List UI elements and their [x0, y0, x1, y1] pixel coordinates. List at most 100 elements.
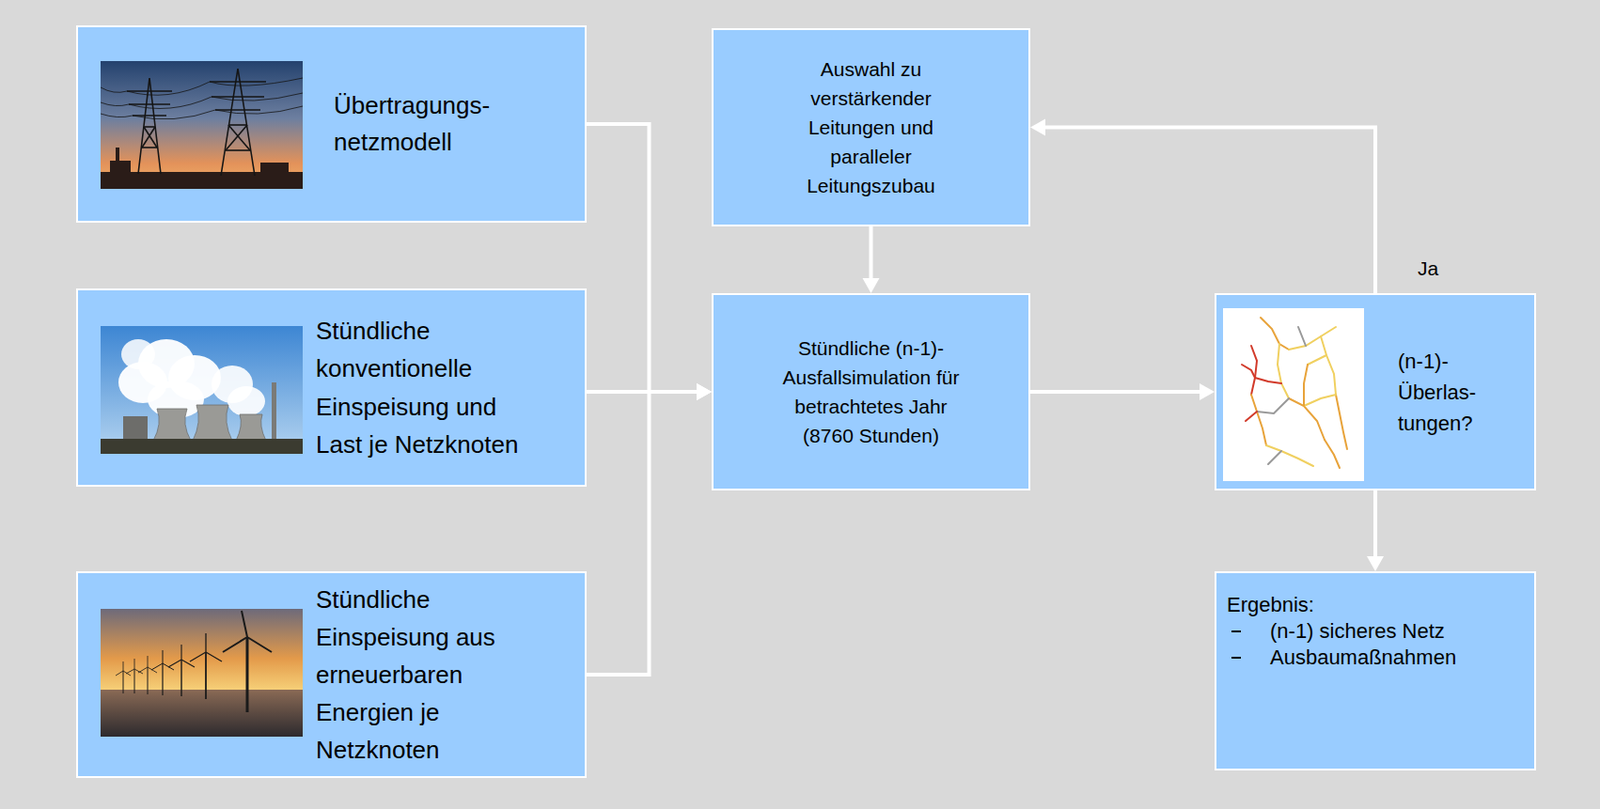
wind-turbine	[189, 633, 222, 662]
wind-turbine	[168, 644, 195, 668]
wind-turbine	[138, 656, 157, 674]
pylon	[126, 68, 267, 176]
arrow-head	[1199, 383, 1215, 401]
grid-line	[1266, 445, 1314, 467]
power-line	[100, 78, 303, 120]
pylon	[143, 125, 156, 128]
grid-line	[1277, 344, 1289, 399]
pylon	[143, 126, 157, 148]
grid-line	[1307, 355, 1327, 365]
wind-turbine	[115, 611, 272, 713]
pylon	[209, 80, 267, 83]
text-block: Stündliche Einspeisung aus erneuerbaren …	[315, 580, 533, 769]
text-block: Auswahl zu verstärkender Leitungen und p…	[800, 54, 942, 201]
grid-line	[1335, 394, 1348, 450]
edge-label: Ja	[1417, 257, 1439, 281]
pylon-photo	[100, 61, 303, 189]
grid-line	[1256, 398, 1289, 414]
wind-turbine	[147, 667, 149, 695]
wind-turbine	[161, 663, 163, 696]
wind-turbine	[222, 611, 272, 653]
input-box: Stündliche konventionelle Einspeisung un…	[76, 288, 587, 487]
arrow-head	[1366, 556, 1384, 572]
bullet-row: Ausbaumaßnahmen	[1226, 644, 1457, 672]
grid-line	[1241, 364, 1255, 378]
wind-farm-photo	[100, 609, 303, 738]
power-plant-photo	[100, 439, 303, 455]
pylon-photo	[100, 61, 303, 189]
node-text: Stündliche konventionelle Einspeisung un…	[315, 312, 533, 463]
node-text: Stündliche (n-1)- Ausfallsimulation für …	[777, 333, 966, 451]
pylon-photo	[100, 172, 303, 189]
wind-turbine	[134, 669, 136, 694]
connector	[586, 124, 712, 401]
wind-farm-photo	[100, 609, 303, 692]
text-block: Stündliche (n-1)- Ausfallsimulation für …	[777, 333, 966, 451]
pylon	[225, 149, 251, 152]
connector	[1366, 490, 1384, 572]
power-line	[100, 78, 303, 95]
pylon	[141, 126, 156, 148]
node-subtext: (n-1) sicheres Netz	[1270, 618, 1445, 645]
connector-line	[1030, 390, 1202, 394]
connector	[1030, 383, 1215, 401]
arrow-head	[696, 383, 712, 401]
text-block: Stündliche konventionelle Einspeisung un…	[315, 312, 533, 463]
node-text: Stündliche Einspeisung aus erneuerbaren …	[315, 580, 533, 769]
power-plant-photo	[100, 326, 303, 455]
power-plant-photo	[123, 416, 148, 441]
node-text: Übertragungs- netzmodell	[333, 87, 550, 161]
wind-turbine	[180, 659, 182, 697]
wind-turbine	[246, 637, 250, 713]
grid-line	[1303, 394, 1336, 407]
connector-line	[586, 124, 699, 393]
grid-line	[1324, 439, 1340, 469]
power-line	[100, 106, 303, 120]
steam-cloud	[121, 339, 156, 370]
wind-turbine	[204, 652, 207, 700]
bullet-dash	[1231, 630, 1241, 633]
grid-line	[1245, 411, 1257, 422]
pylon	[215, 109, 261, 111]
arrow-head	[696, 383, 712, 401]
connector	[1030, 119, 1376, 295]
wind-turbine	[123, 671, 125, 694]
grid-map	[1223, 308, 1365, 482]
pylon	[141, 146, 157, 149]
power-plant-photo	[100, 326, 303, 455]
wind-farm-photo	[100, 690, 303, 738]
arrow-head	[862, 278, 880, 294]
grid-line	[1320, 336, 1336, 395]
connector	[586, 383, 712, 675]
pylon-photo	[109, 160, 131, 174]
arrow-head	[696, 383, 712, 401]
grid-line	[1254, 377, 1282, 384]
input-box: Stündliche Einspeisung aus erneuerbaren …	[76, 571, 587, 779]
process-box: Stündliche (n-1)- Ausfallsimulation für …	[711, 293, 1031, 491]
connector-line	[586, 392, 699, 675]
grid-line	[1260, 317, 1289, 350]
text-block: Übertragungs- netzmodell	[333, 87, 550, 161]
pylon	[228, 124, 248, 126]
decision-box: (n-1)- Überlas- tungen?	[1214, 293, 1537, 491]
wind-turbine	[115, 661, 131, 676]
text-block: Ergebnis:(n-1) sicheres NetzAusbaumaßnah…	[1226, 592, 1457, 672]
bullet-row: (n-1) sicheres Netz	[1226, 618, 1457, 645]
pylon-photo	[115, 147, 120, 163]
node-text: Auswahl zu verstärkender Leitungen und p…	[800, 54, 942, 201]
cooling-tower	[153, 405, 267, 441]
pylon	[128, 103, 171, 106]
pylon	[126, 90, 173, 93]
process-box: Auswahl zu verstärkender Leitungen und p…	[711, 28, 1031, 227]
text-block: (n-1)- Überlas- tungen?	[1397, 345, 1492, 440]
connector-line	[1043, 127, 1376, 295]
power-line	[100, 93, 303, 110]
cooling-tower	[192, 405, 233, 441]
grid-line	[1241, 317, 1348, 469]
wind-turbine	[151, 650, 174, 671]
pylon	[228, 125, 251, 151]
pylon	[225, 125, 248, 151]
connector-line	[869, 226, 874, 281]
input-box: Übertragungs- netzmodell	[76, 25, 587, 223]
